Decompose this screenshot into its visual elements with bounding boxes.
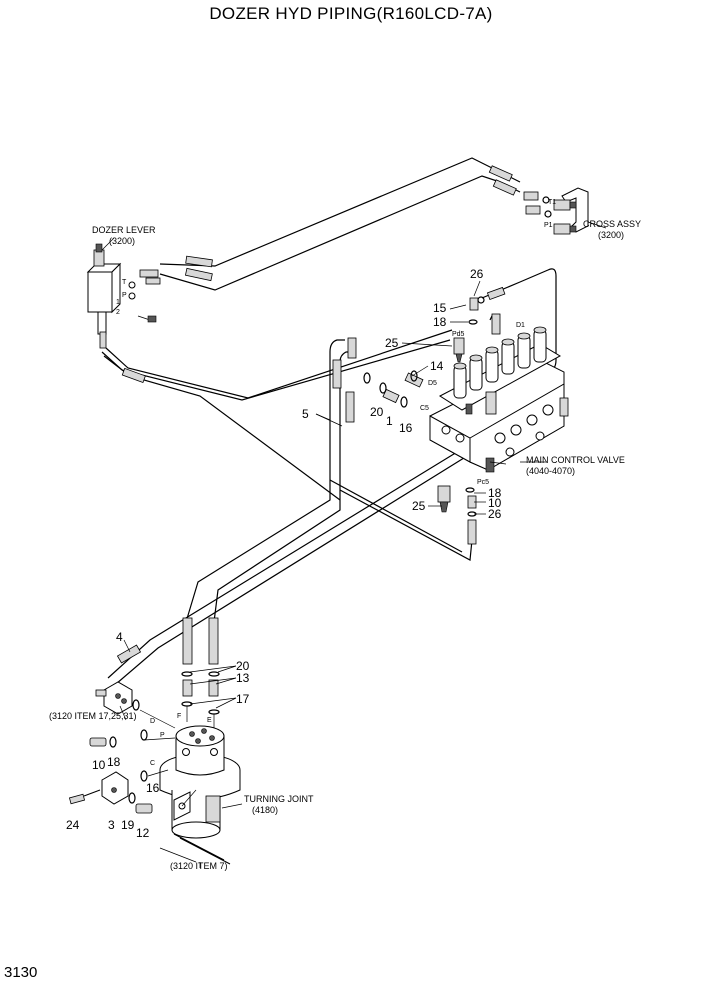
page-number: 3130: [4, 964, 38, 981]
callout-4: 4: [116, 630, 123, 644]
callout-18: 18: [433, 315, 447, 329]
port-t1: T1: [548, 199, 556, 206]
callout-10: 10: [488, 496, 502, 510]
callout-16: 16: [399, 421, 413, 435]
port-P2: P: [160, 732, 165, 739]
port-p1: P1: [544, 222, 553, 229]
port-pc5: Pc5: [477, 479, 489, 486]
callout-15: 15: [433, 301, 447, 315]
callout-10b: 10: [92, 758, 106, 772]
turning-joint-ref: (4180): [252, 805, 278, 815]
callout-14: 14: [430, 359, 444, 373]
port-c5: C5: [420, 405, 429, 412]
callout-20b: 20: [236, 659, 250, 673]
port-1: 1: [116, 299, 120, 306]
port-C: C: [150, 760, 155, 767]
callout-19: 19: [121, 818, 135, 832]
valve-fittings: [363, 296, 485, 517]
page-title: DOZER HYD PIPING(R160LCD-7A): [209, 4, 493, 23]
valve-spools: [453, 326, 547, 399]
item-ref-1: (3120 ITEM 17,25,31): [49, 711, 137, 721]
manifold-block: [95, 681, 133, 715]
main-control-valve-ref: (4040-4070): [526, 466, 575, 476]
port-D: D: [150, 718, 155, 725]
callout-5: 5: [302, 407, 309, 421]
port-F: F: [177, 713, 181, 720]
annotation-labels: DOZER LEVER (3200) CROSS ASSY (3200) MAI…: [49, 219, 641, 871]
callout-numbers: 26 15 18 25 14 20 1 16 5 18 10 26 25 4 2…: [66, 267, 502, 840]
item-ref-2: (3120 ITEM 7): [170, 861, 228, 871]
port-labels: Pd5 Pc5 D1 D5 C5 T1 P1 T P 1 2 D F E C P: [116, 199, 556, 767]
callout-26: 26: [470, 267, 484, 281]
callout-13: 13: [236, 671, 250, 685]
cross-assy-label: CROSS ASSY: [583, 219, 641, 229]
main-control-valve-label: MAIN CONTROL VALVE: [526, 455, 625, 465]
port-d1: D1: [516, 322, 525, 329]
callout-18b: 18: [488, 486, 502, 500]
callout-18c: 18: [107, 755, 121, 769]
leader-lines: [119, 280, 507, 868]
hose-fittings: [116, 165, 517, 665]
callout-3: 3: [108, 818, 115, 832]
port-E: E: [207, 717, 212, 724]
dozer-lever-ref: (3200): [109, 236, 135, 246]
small-parts: [68, 699, 176, 814]
dozer-lever-assembly: [86, 237, 161, 349]
cross-assy-ref: (3200): [598, 230, 624, 240]
cross-assy: [523, 187, 607, 235]
callout-20: 20: [370, 405, 384, 419]
port-d5: D5: [428, 380, 437, 387]
port-2: 2: [116, 309, 120, 316]
callout-1: 1: [386, 414, 393, 428]
callout-17: 17: [236, 692, 250, 706]
port-t: T: [122, 279, 127, 286]
main-control-valve: [429, 326, 569, 473]
fittings-column: [181, 671, 220, 728]
callout-25b: 25: [412, 499, 426, 513]
port-p: P: [122, 292, 127, 299]
turning-joint-label: TURNING JOINT: [244, 794, 314, 804]
dozer-lever-label: DOZER LEVER: [92, 225, 156, 235]
callout-26b: 26: [488, 507, 502, 521]
turning-joint: [159, 725, 241, 865]
callout-16b: 16: [146, 781, 160, 795]
callout-12: 12: [136, 826, 150, 840]
port-pd5: Pd5: [452, 331, 465, 338]
callout-25: 25: [385, 336, 399, 350]
callout-24: 24: [66, 818, 80, 832]
